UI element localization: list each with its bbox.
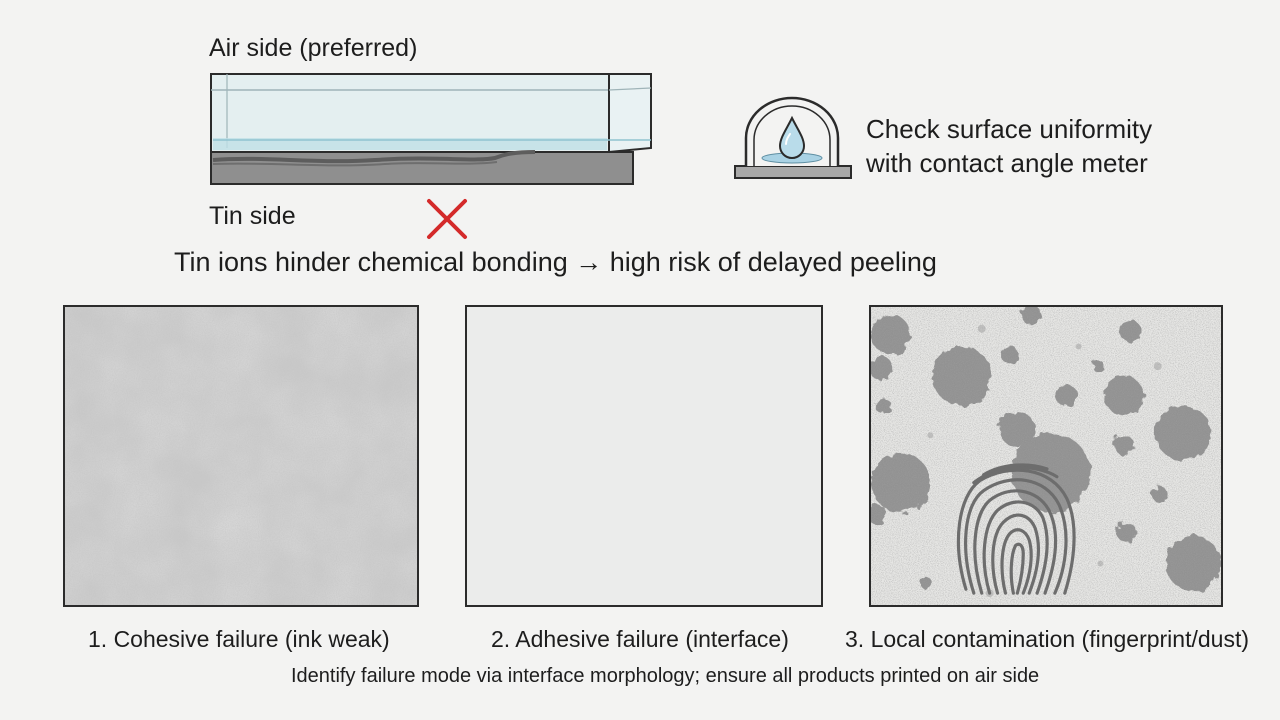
cohesive-failure-panel xyxy=(63,305,419,607)
caption-cohesive-failure: 1. Cohesive failure (ink weak) xyxy=(88,626,390,652)
water-drop-icon xyxy=(778,115,806,159)
adhesive-failure-panel xyxy=(465,305,823,607)
check-text-line-2: with contact angle meter xyxy=(866,148,1148,178)
tin-warning-text: Tin ions hinder chemical bonding → high … xyxy=(174,247,937,277)
check-text-line-1: Check surface uniformity xyxy=(866,114,1153,144)
footer-note: Identify failure mode via interface morp… xyxy=(291,665,1040,687)
cross-icon xyxy=(427,199,467,239)
contact-angle-meter-icon xyxy=(734,96,852,179)
contamination-panel xyxy=(869,305,1223,607)
cohesive-texture xyxy=(65,307,417,605)
caption-adhesive-failure: 2. Adhesive failure (interface) xyxy=(491,626,789,652)
air-side-label: Air side (preferred) xyxy=(209,34,418,62)
caption-local-contamination: 3. Local contamination (fingerprint/dust… xyxy=(845,626,1249,652)
tin-side-label: Tin side xyxy=(209,202,296,230)
glass-sheet-icon xyxy=(210,73,652,185)
contamination-texture xyxy=(871,307,1221,605)
fingerprint-icon xyxy=(956,463,1076,595)
